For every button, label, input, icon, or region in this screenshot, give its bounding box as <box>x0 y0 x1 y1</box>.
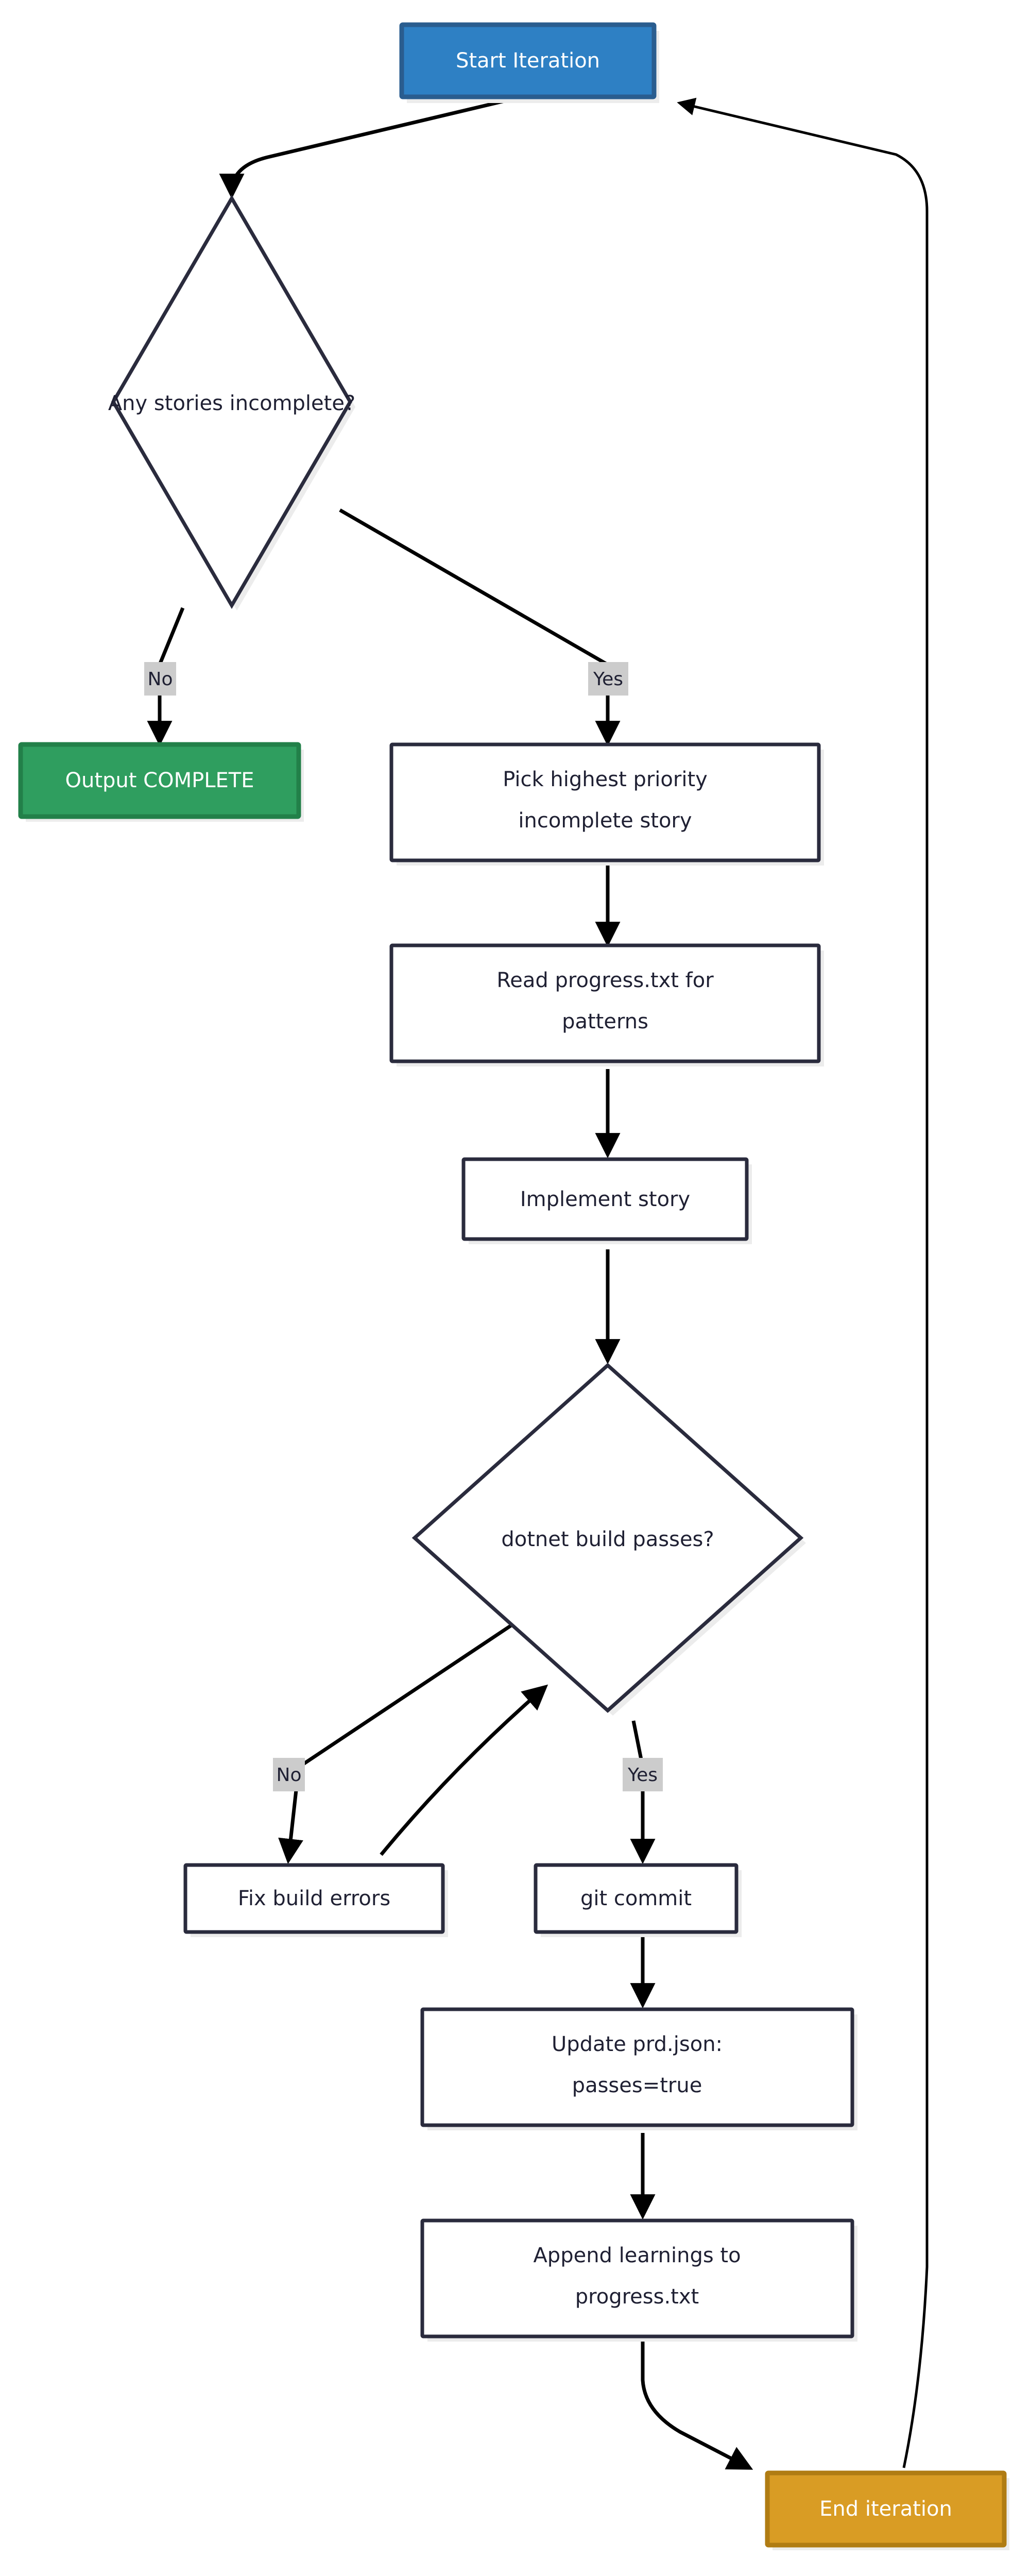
node-git-commit-label: git commit <box>580 1887 692 1910</box>
node-decision-dotnet-build-passes-shape[interactable] <box>411 1363 804 1713</box>
edge-label-build-yes-bg <box>623 1758 663 1791</box>
node-append-learnings-label-line1: Append learnings to <box>533 2244 741 2267</box>
node-append-learnings[interactable]: Append learnings to progress.txt <box>420 2218 854 2338</box>
node-pick-highest-priority-story[interactable]: Pick highest priority incomplete story <box>389 742 821 862</box>
node-output-complete-shape[interactable] <box>18 742 301 819</box>
node-decision-any-stories-incomplete-shape[interactable] <box>111 195 353 609</box>
node-pick-highest-priority-story-shape[interactable] <box>389 742 821 862</box>
node-start-iteration-shape[interactable] <box>399 22 657 99</box>
node-update-prd-json-shape[interactable] <box>420 2007 854 2127</box>
edge-label-build-no-text: No <box>277 1765 302 1786</box>
edge-fix-build-to-decision-build <box>380 1684 548 1856</box>
node-decision-dotnet-build-passes[interactable]: dotnet build passes? <box>411 1363 804 1713</box>
node-pick-highest-priority-story-label-line1: Pick highest priority <box>503 768 708 791</box>
node-output-complete[interactable]: Output COMPLETE <box>18 742 301 819</box>
node-fix-build-errors-shape[interactable] <box>183 1863 445 1934</box>
node-implement-story-label: Implement story <box>520 1188 690 1211</box>
edge-label-stories-no-text: No <box>148 669 173 690</box>
node-pick-highest-priority-story-label-line2: incomplete story <box>518 809 692 833</box>
edge-append-learnings-to-end-iteration <box>641 2334 753 2470</box>
edge-label-stories-yes-bg <box>588 662 628 696</box>
node-read-progress-txt[interactable]: Read progress.txt for patterns <box>389 943 821 1063</box>
node-read-progress-txt-label-line1: Read progress.txt for <box>496 969 714 992</box>
node-append-learnings-shape[interactable] <box>420 2218 854 2338</box>
node-implement-story[interactable]: Implement story <box>461 1157 749 1241</box>
edge-end-iteration-to-start <box>677 97 929 2468</box>
node-fix-build-errors[interactable]: Fix build errors <box>183 1863 445 1934</box>
node-git-commit-shape[interactable] <box>534 1863 739 1934</box>
node-start-iteration-label: Start Iteration <box>456 49 600 73</box>
node-append-learnings-label-line2: progress.txt <box>575 2285 699 2309</box>
node-output-complete-label: Output COMPLETE <box>65 769 254 792</box>
node-read-progress-txt-label-line2: patterns <box>562 1010 648 1033</box>
node-update-prd-json[interactable]: Update prd.json: passes=true <box>420 2007 854 2127</box>
node-end-iteration[interactable]: End iteration <box>765 2470 1007 2548</box>
node-decision-any-stories-incomplete-label: Any stories incomplete? <box>108 392 355 415</box>
edge-decision-stories-to-pick-story <box>339 508 621 747</box>
node-end-iteration-shape[interactable] <box>765 2470 1007 2548</box>
edge-label-stories-no: No <box>144 662 176 696</box>
node-git-commit[interactable]: git commit <box>534 1863 739 1934</box>
node-implement-story-shape[interactable] <box>461 1157 749 1241</box>
edge-label-stories-no-bg <box>144 662 176 696</box>
edge-label-build-yes: Yes <box>623 1758 663 1791</box>
node-decision-dotnet-build-passes-label: dotnet build passes? <box>501 1528 714 1551</box>
node-read-progress-txt-shape[interactable] <box>389 943 821 1063</box>
edge-decision-build-to-fix-build <box>278 1621 516 1865</box>
edge-label-build-no: No <box>273 1758 305 1791</box>
node-update-prd-json-label-line2: passes=true <box>572 2074 702 2097</box>
edge-labels-layer: No Yes No Yes <box>144 662 663 1791</box>
edge-label-stories-yes: Yes <box>588 662 628 696</box>
node-decision-any-stories-incomplete[interactable]: Any stories incomplete? <box>108 195 355 609</box>
edge-label-stories-yes-text: Yes <box>593 669 623 690</box>
node-start-iteration[interactable]: Start Iteration <box>399 22 657 99</box>
node-end-iteration-label: End iteration <box>819 2497 952 2521</box>
node-update-prd-json-label-line1: Update prd.json: <box>552 2032 723 2056</box>
node-fix-build-errors-label: Fix build errors <box>238 1887 390 1910</box>
edge-label-build-yes-text: Yes <box>627 1765 658 1786</box>
edge-start-to-decision-stories <box>219 96 518 199</box>
edge-label-build-no-bg <box>273 1758 305 1791</box>
